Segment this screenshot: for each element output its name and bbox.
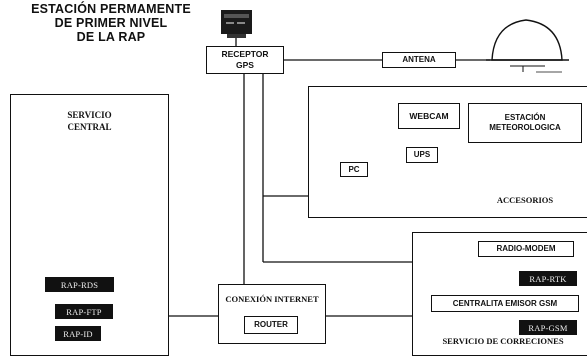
title-line-3: DE LA RAP (76, 30, 146, 44)
servicio-central-label-1: SERVICIO (67, 110, 112, 120)
antena-box: ANTENA (382, 52, 456, 68)
conexion-internet-box (218, 284, 326, 344)
webcam-box: WEBCAM (398, 103, 460, 129)
rap-rds-badge: RAP-RDS (45, 277, 114, 292)
receptor-gps-label-2: GPS (236, 60, 254, 70)
receptor-gps-box (206, 46, 284, 74)
gps-receiver-device-icon (221, 10, 252, 38)
rap-ftp-badge: RAP-FTP (55, 304, 113, 319)
estacion-label-1: ESTACIÓN (504, 113, 546, 122)
router-box: ROUTER (244, 316, 298, 334)
correcciones-label: SERVICIO DE CORRECIONES (442, 336, 564, 346)
page-title: ESTACIÓN PERMAMENTE DE PRIMER NIVEL DE L… (6, 2, 216, 44)
conexion-internet-label: CONEXIÓN INTERNET (225, 294, 319, 304)
estacion-label-2: METEOROLOGICA (489, 123, 561, 132)
receptor-gps-label-1: RECEPTOR (221, 49, 269, 59)
rap-gsm-badge: RAP-GSM (519, 320, 577, 335)
centralita-box: CENTRALITA EMISOR GSM (431, 295, 579, 312)
ups-box: UPS (406, 147, 438, 163)
pc-box: PC (340, 162, 368, 177)
antenna-dome-icon (486, 19, 569, 73)
radio-modem-box: RADIO-MODEM (478, 241, 574, 257)
rap-rtk-badge: RAP-RTK (519, 271, 577, 286)
rap-id-badge: RAP-ID (55, 326, 101, 341)
accesorios-label: ACCESORIOS (496, 195, 554, 205)
estacion-meteorologica-box: ESTACIÓN METEOROLOGICA (468, 103, 582, 143)
servicio-central-label-2: CENTRAL (67, 122, 112, 132)
title-line-2: DE PRIMER NIVEL (54, 16, 168, 30)
title-line-1: ESTACIÓN PERMAMENTE (31, 2, 191, 16)
